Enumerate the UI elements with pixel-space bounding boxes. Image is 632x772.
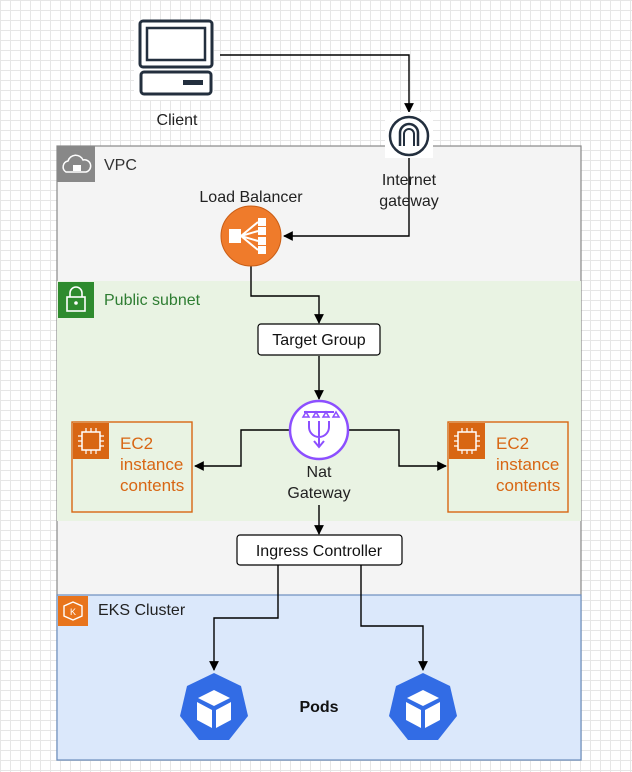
edge-ingress-to-pod-left bbox=[209, 565, 279, 671]
edge-nat-to-ec2-left bbox=[194, 429, 290, 471]
load-balancer-icon bbox=[220, 205, 282, 267]
svg-text:K: K bbox=[70, 607, 76, 617]
public-subnet-label: Public subnet bbox=[104, 292, 201, 309]
internet-gateway-icon bbox=[385, 112, 433, 158]
nat-gateway-node[interactable]: Nat Gateway bbox=[287, 399, 351, 502]
edge-gateway-to-lb bbox=[283, 158, 410, 241]
load-balancer-node[interactable]: Load Balancer bbox=[199, 189, 303, 267]
ingress-controller-node[interactable]: Ingress Controller bbox=[236, 534, 403, 566]
ec2-left-line2: instance bbox=[120, 455, 183, 474]
nat-gateway-label-line1: Nat bbox=[307, 464, 332, 481]
monitor-icon bbox=[134, 19, 214, 100]
vpc-icon bbox=[57, 146, 95, 182]
eks-cluster-container[interactable]: K EKS Cluster bbox=[56, 594, 582, 761]
ec2-right-line1: EC2 bbox=[496, 434, 529, 453]
ingress-controller-label: Ingress Controller bbox=[256, 543, 383, 560]
ec2-right-line2: instance bbox=[496, 455, 559, 474]
nat-gateway-icon bbox=[288, 399, 350, 461]
ec2-chip-icon bbox=[73, 423, 109, 459]
internet-gateway-label-line2: gateway bbox=[379, 193, 439, 210]
edge-nat-to-ec2-right bbox=[348, 429, 447, 471]
eks-icon: K bbox=[58, 596, 88, 626]
vpc-label: VPC bbox=[104, 157, 137, 174]
client-label: Client bbox=[157, 112, 198, 129]
edges bbox=[194, 54, 447, 671]
kubernetes-pod-icon bbox=[180, 673, 248, 740]
ec2-left-line3: contents bbox=[120, 476, 184, 495]
kubernetes-pod-icon bbox=[389, 673, 457, 740]
internet-gateway-label-line1: Internet bbox=[382, 172, 437, 189]
target-group-node[interactable]: Target Group bbox=[257, 323, 381, 356]
ec2-chip-icon bbox=[449, 423, 485, 459]
ec2-right-line3: contents bbox=[496, 476, 560, 495]
pod-left[interactable] bbox=[180, 673, 248, 740]
edge-ingress-to-pod-right bbox=[360, 565, 428, 671]
eks-cluster-label: EKS Cluster bbox=[98, 602, 186, 619]
nat-gateway-label-line2: Gateway bbox=[287, 485, 350, 502]
target-group-label: Target Group bbox=[272, 332, 365, 349]
pod-right[interactable] bbox=[389, 673, 457, 740]
ec2-left-line1: EC2 bbox=[120, 434, 153, 453]
edge-client-to-gateway bbox=[220, 54, 414, 113]
edge-lb-to-target-group bbox=[250, 266, 324, 324]
load-balancer-label: Load Balancer bbox=[199, 189, 303, 206]
ec2-instance-right[interactable]: EC2 instance contents bbox=[447, 421, 569, 513]
lock-icon bbox=[58, 282, 94, 318]
client-node[interactable]: Client bbox=[134, 19, 214, 129]
ec2-instance-left[interactable]: EC2 instance contents bbox=[71, 421, 193, 513]
pods-label: Pods bbox=[299, 699, 338, 716]
internet-gateway-node[interactable]: Internet gateway bbox=[379, 112, 439, 210]
